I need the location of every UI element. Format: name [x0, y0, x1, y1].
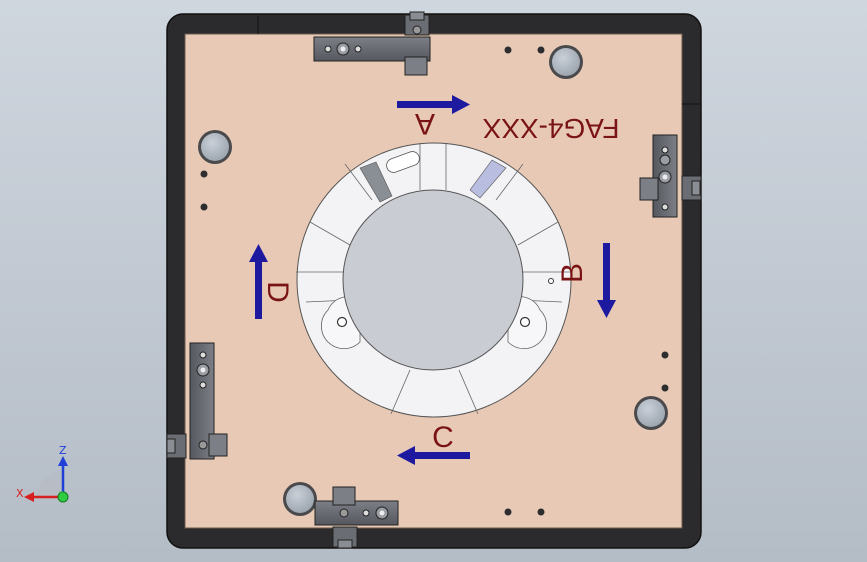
- center-bore: [342, 189, 524, 371]
- label-b: B: [556, 263, 589, 283]
- screw-holes: [200, 46, 669, 516]
- locating-hole-left: [198, 130, 232, 164]
- label-d: D: [261, 281, 294, 303]
- label-a: A: [415, 107, 435, 140]
- arrow-c: [397, 446, 470, 465]
- axis-x-label: X: [16, 487, 24, 500]
- direction-arrows: [249, 95, 616, 465]
- locating-hole-bottom-right: [634, 396, 668, 430]
- label-c: C: [432, 421, 454, 454]
- clamp-left[interactable]: [166, 342, 228, 460]
- engraving-text: FAG4-XXX: [482, 113, 619, 144]
- clamp-top[interactable]: [313, 11, 431, 76]
- clamp-bottom[interactable]: [314, 486, 399, 549]
- arrow-a: [397, 95, 470, 114]
- fixture-model[interactable]: A B C D FAG4-XXX: [166, 11, 702, 549]
- center-ring[interactable]: [296, 142, 572, 418]
- arrow-d: [249, 244, 268, 319]
- locating-hole-top-right: [549, 45, 583, 79]
- arrow-b: [597, 243, 616, 318]
- clamp-right[interactable]: [639, 134, 702, 218]
- axis-triad[interactable]: Z X Y: [16, 444, 69, 503]
- axis-y-label: Y: [58, 490, 64, 498]
- axis-z-label: Z: [59, 444, 67, 457]
- locating-hole-bottom-left: [283, 482, 317, 516]
